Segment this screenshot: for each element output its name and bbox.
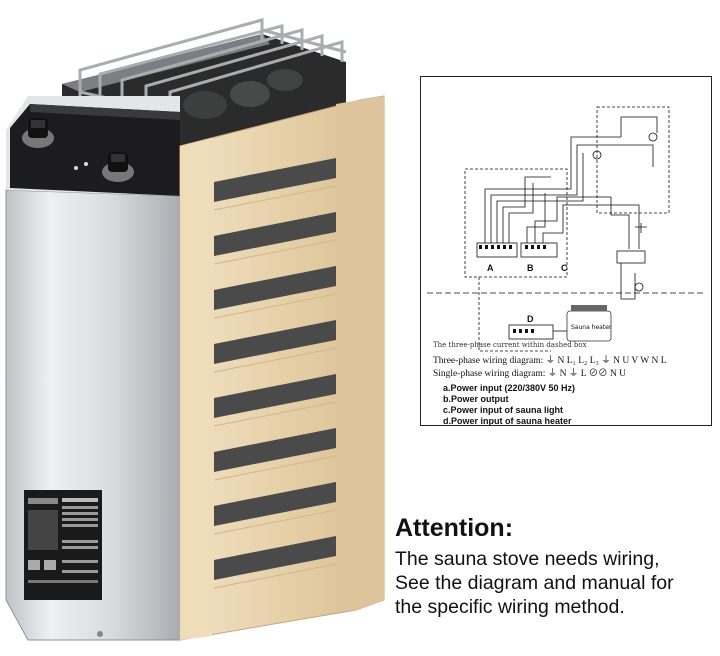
- box-label-a: A: [487, 263, 494, 273]
- guard-slot-gaps: [214, 158, 336, 580]
- attention-line-3: the specific wiring method.: [395, 596, 625, 618]
- attention-line-1: The sauna stove needs wiring,: [395, 548, 660, 570]
- box-label-d: D: [527, 314, 534, 324]
- box-label-c: C: [561, 263, 568, 273]
- attention-line-2: See the diagram and manual for: [395, 572, 674, 594]
- sauna-stove-image: [5, 18, 385, 641]
- legend-a: a.Power input (220/380V 50 Hz): [443, 383, 576, 393]
- control-panel: [10, 104, 180, 196]
- box-label-b: B: [527, 263, 534, 273]
- wiring-schematic: A B C D Sauna heater: [427, 106, 705, 352]
- wooden-guard: [179, 95, 385, 641]
- heater-label: Sauna heater: [571, 324, 612, 331]
- wiring-diagram: A B C D Sauna heater The three-phase cur…: [420, 76, 712, 426]
- legend-d: d.Power input of sauna heater: [443, 416, 572, 426]
- legend-c: c.Power input of sauna light: [443, 405, 564, 415]
- attention-notice: Attention: The sauna stove needs wiring,…: [395, 514, 715, 619]
- rating-label-plate: [24, 490, 102, 600]
- temperature-knob-icon[interactable]: [102, 152, 134, 182]
- dashed-box-caption: The three-phase current within dashed bo…: [433, 341, 587, 349]
- three-phase-wiring: Three-phase wiring diagram: ⏚ N L₁ L₂ L₃…: [433, 356, 667, 366]
- timer-knob-icon[interactable]: [22, 118, 54, 148]
- single-phase-wiring: Single-phase wiring diagram: ⏚ N ⏚ L ⊘⊘ …: [433, 369, 627, 379]
- attention-title: Attention:: [395, 514, 514, 542]
- legend-b: b.Power output: [443, 394, 509, 404]
